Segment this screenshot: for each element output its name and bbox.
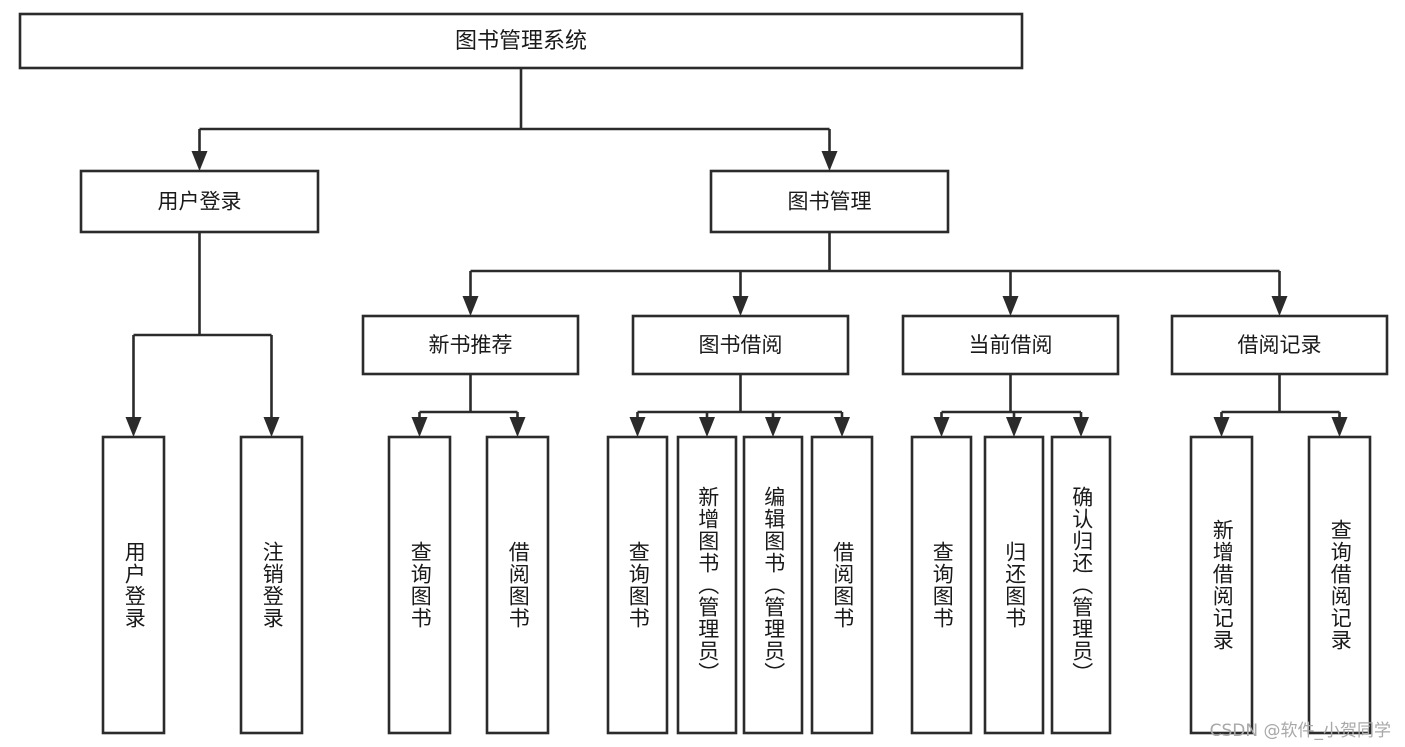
arrow-head-icon xyxy=(732,296,749,316)
node-label-current-borrow: 当前借阅 xyxy=(969,333,1053,357)
node-box-leaf-query-book-current[interactable] xyxy=(910,435,973,735)
node-label-new-book-recommend: 新书推荐 xyxy=(429,333,513,357)
node-label-user-login: 用户登录 xyxy=(158,190,242,214)
arrow-head-icon xyxy=(1002,296,1019,316)
node-box-new-book-recommend[interactable] xyxy=(361,314,580,376)
node-box-leaf-user-login[interactable] xyxy=(101,435,166,735)
node-box-leaf-query-book-recommend[interactable] xyxy=(387,435,452,735)
node-label-root: 图书管理系统 xyxy=(455,29,587,54)
arrow-head-icon xyxy=(629,417,646,437)
arrow-head-icon xyxy=(263,417,280,437)
node-box-leaf-borrow-book-recommend[interactable] xyxy=(485,435,550,735)
arrow-head-icon xyxy=(1006,417,1022,437)
arrow-head-icon xyxy=(125,417,142,437)
arrow-head-icon xyxy=(1271,296,1288,316)
arrow-head-icon xyxy=(462,296,479,316)
arrow-head-icon xyxy=(191,151,208,171)
arrow-head-icon xyxy=(933,417,950,437)
node-box-root[interactable] xyxy=(18,12,1024,70)
node-box-leaf-edit-book-admin[interactable] xyxy=(742,435,804,735)
node-label-book-borrow: 图书借阅 xyxy=(699,333,783,357)
arrow-head-icon xyxy=(411,417,428,437)
node-box-leaf-borrow-book[interactable] xyxy=(810,435,874,735)
node-box-leaf-query-borrow-record[interactable] xyxy=(1307,435,1372,735)
arrow-head-icon xyxy=(765,417,781,437)
node-box-user-login[interactable] xyxy=(79,169,320,234)
arrow-head-icon xyxy=(1331,417,1348,437)
arrow-head-icon xyxy=(699,417,715,437)
node-box-leaf-query-book-borrow[interactable] xyxy=(606,435,669,735)
arrow-head-icon xyxy=(1213,417,1230,437)
node-box-leaf-user-logout[interactable] xyxy=(239,435,304,735)
arrow-head-icon xyxy=(509,417,526,437)
arrow-head-icon xyxy=(834,417,850,437)
arrow-head-icon xyxy=(1073,417,1089,437)
node-box-leaf-return-book[interactable] xyxy=(983,435,1045,735)
arrow-head-icon xyxy=(821,151,838,171)
node-box-leaf-confirm-return-admin[interactable] xyxy=(1050,435,1112,735)
node-box-leaf-add-borrow-record[interactable] xyxy=(1189,435,1254,735)
node-box-current-borrow[interactable] xyxy=(901,314,1120,376)
node-label-book-management: 图书管理 xyxy=(788,190,872,214)
node-label-borrow-records: 借阅记录 xyxy=(1238,333,1322,357)
node-boxes-layer xyxy=(18,12,1389,735)
node-box-leaf-add-book-admin[interactable] xyxy=(676,435,738,735)
connector-edges-layer xyxy=(125,68,1348,437)
